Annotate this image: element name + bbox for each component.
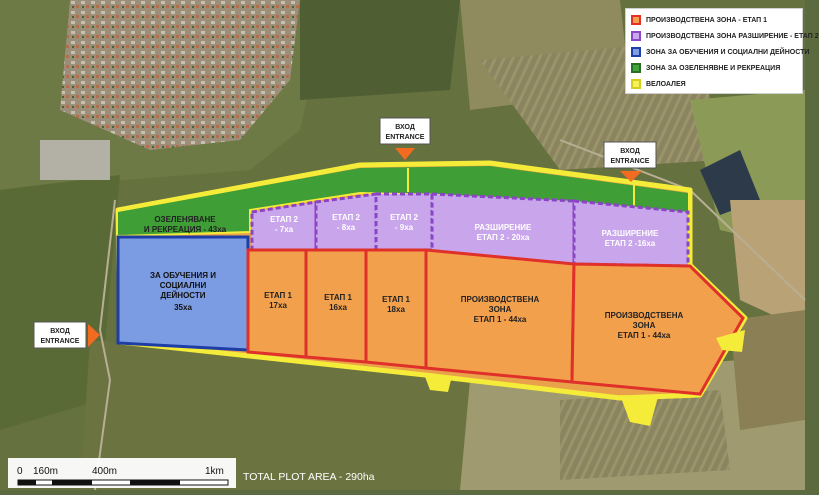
legend-swatch-education <box>631 47 641 57</box>
stage1-zone-e <box>570 262 745 396</box>
stage2-zone-c <box>374 192 434 252</box>
green-recreation-zone <box>118 166 688 236</box>
legend-label: ЗОНА ЗА ОЗЕЛЕНЯВНЕ И РЕКРЕАЦИЯ <box>646 64 781 72</box>
entrance-label: ВХОД <box>395 124 415 131</box>
legend-swatch-stage2 <box>631 31 641 41</box>
bike-lane-appendix-left <box>424 374 452 392</box>
stage2-zone-b <box>314 192 378 252</box>
entrance-top-right[interactable]: ВХОД ENTRANCE <box>603 141 657 182</box>
entrance-label: ENTRANCE <box>386 134 425 141</box>
legend-swatch-green <box>631 63 641 73</box>
legend-item-stage1: ПРОИЗВОДСТВЕНА ЗОНА - ЕТАП 1 <box>631 12 797 28</box>
total-plot-area: TOTAL PLOT AREA - 290ha <box>243 471 375 483</box>
entrance-arrow-icon <box>395 148 415 160</box>
entrance-arrow-icon <box>88 324 100 347</box>
legend-item-stage2: ПРОИЗВОДСТВЕНА ЗОНА РАЗШИРЕНИЕ - ЕТАП 2 <box>631 28 819 44</box>
entrance-label: ВХОД <box>50 328 70 335</box>
scale-tick-400m: 400m <box>92 466 117 477</box>
scale-bar <box>17 479 229 486</box>
entrance-arrow-icon <box>620 171 642 182</box>
stage2-zone-d <box>430 192 576 266</box>
stage2-a-label: ЕТАП 2- 7ха <box>270 215 298 234</box>
entrance-label: ENTRANCE <box>611 158 650 165</box>
scale-tick-0: 0 <box>17 466 23 477</box>
legend-item-green: ЗОНА ЗА ОЗЕЛЕНЯВНЕ И РЕКРЕАЦИЯ <box>631 60 797 76</box>
legend-item-education: ЗОНА ЗА ОБУЧЕНИЯ И СОЦИАЛНИ ДЕЙНОСТИ <box>631 44 809 60</box>
legend-swatch-stage1 <box>631 15 641 25</box>
stage2-b-label: ЕТАП 2- 8ха <box>332 213 360 232</box>
legend-label: ПРОИЗВОДСТВЕНА ЗОНА - ЕТАП 1 <box>646 16 768 24</box>
entrance-label: ВХОД <box>620 148 640 155</box>
stage1-zones <box>246 248 745 396</box>
bike-lane-appendix-east <box>716 330 745 352</box>
legend-swatch-bike-lane <box>631 79 641 89</box>
entrance-left[interactable]: ВХОД ENTRANCE <box>33 321 100 349</box>
legend-label: ЗОНА ЗА ОБУЧЕНИЯ И СОЦИАЛНИ ДЕЙНОСТИ <box>646 48 810 56</box>
legend-label: ПРОИЗВОДСТВЕНА ЗОНА РАЗШИРЕНИЕ - ЕТАП 2 <box>646 32 819 40</box>
legend-item-bike-lane: ВЕЛОАЛЕЯ <box>631 76 797 92</box>
bike-lane-appendix-right <box>620 395 658 426</box>
legend: ПРОИЗВОДСТВЕНА ЗОНА - ЕТАП 1 ПРОИЗВОДСТВ… <box>625 8 819 94</box>
scale-tick-160m: 160m <box>33 466 58 477</box>
entrance-label: ENTRANCE <box>41 338 80 345</box>
scale-panel: 0 160m 400m 1km <box>8 458 236 488</box>
legend-label: ВЕЛОАЛЕЯ <box>646 80 686 88</box>
stage2-c-label: ЕТАП 2- 9ха <box>390 213 418 232</box>
scale-tick-1km: 1km <box>205 466 224 477</box>
entrance-top-left[interactable]: ВХОД ENTRANCE <box>379 117 431 160</box>
